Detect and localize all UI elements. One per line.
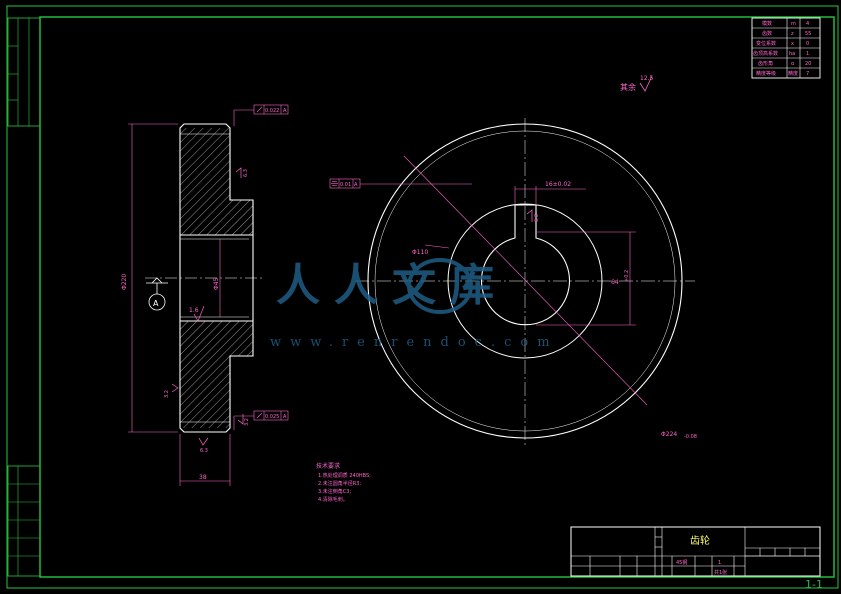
title-block: 齿轮 45钢 1 共1张 — [570, 526, 821, 577]
runout-top-datum: A — [283, 108, 287, 114]
watermark: 人人文库 www.renrendoc.com — [270, 258, 559, 350]
runout-top-tolerance: 0.022 — [265, 108, 279, 114]
front-view: 16±0.02 6.3 Φ110 Φ224 -0.08 64 +0.2 0.01… — [329, 118, 697, 445]
roughness-keyway: 6.3 — [534, 214, 540, 222]
notes-title: 技术要求 — [316, 462, 340, 470]
dim-bore-depth: 64 — [611, 279, 619, 286]
scale-value: 1 — [718, 560, 721, 566]
part-name: 齿轮 — [690, 534, 710, 547]
param-sym-addendum: ha — [789, 51, 795, 57]
dim-outer-diameter: Φ220 — [121, 274, 128, 290]
param-label-shift: 变位系数 — [756, 40, 776, 47]
dim-width: 38 — [199, 474, 207, 481]
param-label-addendum: 齿顶高系数 — [753, 50, 778, 57]
material: 45钢 — [676, 559, 687, 566]
sheet-count: 共1张 — [714, 569, 727, 576]
symmetry-frame: 0.01 A — [329, 178, 361, 189]
notes-line-2: 2.未注圆角半径R3; — [318, 480, 361, 487]
dim-hub-diameter: Φ110 — [412, 249, 428, 256]
roughness-tip: 6.3 — [200, 448, 208, 454]
dim-bore-diameter: Φ45 — [213, 277, 220, 290]
bore-with-keyway — [480, 204, 571, 326]
runout-bottom-datum: A — [283, 414, 287, 420]
roughness-bore: 1.6 — [189, 307, 199, 314]
runout-frame-top: 0.022 A — [253, 104, 289, 115]
param-val-module: 4 — [806, 21, 809, 27]
dim-key-width: 16±0.02 — [545, 181, 571, 188]
runout-bottom-tolerance: 0.025 — [265, 414, 279, 420]
param-val-shift: 0 — [806, 41, 809, 47]
drawing-frame — [6, 5, 839, 589]
param-sym-module: m — [791, 21, 796, 27]
param-sym-teeth: z — [791, 31, 794, 37]
notes-line-3: 3.未注倒角C3; — [318, 488, 351, 495]
symmetry-tolerance: 0.01 — [340, 182, 351, 188]
param-val-grade: 7 — [806, 71, 809, 77]
roughness-face-left: 3.2 — [164, 390, 170, 398]
param-sym-grade: 精度 — [788, 70, 798, 77]
param-label-teeth: 齿数 — [762, 30, 772, 37]
dim-bore-tolerance: +0.2 — [624, 270, 630, 282]
roughness-note-label: 其余 — [620, 82, 636, 92]
runout-frame-bottom: 0.025 A — [253, 410, 289, 421]
roughness-note-value: 12.5 — [640, 75, 654, 82]
datum-a-symbol — [146, 277, 168, 311]
section-view: Φ220 Φ45 38 1.6 6.3 3.2 3.2 6.3 0.022 A — [121, 104, 289, 486]
param-val-angle: 20 — [805, 61, 811, 67]
param-label-module: 模数 — [762, 20, 772, 27]
param-sym-angle: α — [791, 61, 795, 67]
param-val-addendum: 1 — [806, 51, 809, 57]
roughness-note: 其余 12.5 — [620, 75, 654, 92]
roughness-hub-top: 6.3 — [243, 169, 249, 177]
param-label-angle: 齿形角 — [758, 60, 773, 67]
page-number: 1-1 — [805, 578, 823, 591]
symmetry-datum: A — [354, 182, 358, 188]
watermark-url: www.renrendoc.com — [270, 335, 559, 350]
param-sym-shift: x — [791, 41, 794, 47]
param-label-grade: 精度等级 — [756, 70, 776, 77]
dim-tip-diameter: Φ224 — [661, 431, 677, 438]
technical-notes: 技术要求 1.热处理调质 240HBS; 2.未注圆角半径R3; 3.未注倒角C… — [316, 462, 371, 503]
roughness-hub-bottom: 3.2 — [244, 418, 250, 426]
watermark-logo-ring — [407, 258, 473, 314]
dim-tip-tolerance: -0.08 — [684, 434, 697, 440]
datum-a-label: A — [153, 299, 159, 308]
section-hatch-top — [180, 128, 253, 235]
notes-line-1: 1.热处理调质 240HBS; — [318, 472, 371, 479]
section-hatch-bottom — [180, 321, 253, 428]
notes-line-4: 4.清除毛刺。 — [318, 496, 348, 503]
watermark-logo-text: 人人文库 — [276, 260, 508, 311]
gear-parameter-table: 模数 齿数 变位系数 齿顶高系数 齿形角 精度等级 m z x ha α 精度 … — [751, 17, 821, 79]
param-val-teeth: 55 — [805, 31, 811, 37]
